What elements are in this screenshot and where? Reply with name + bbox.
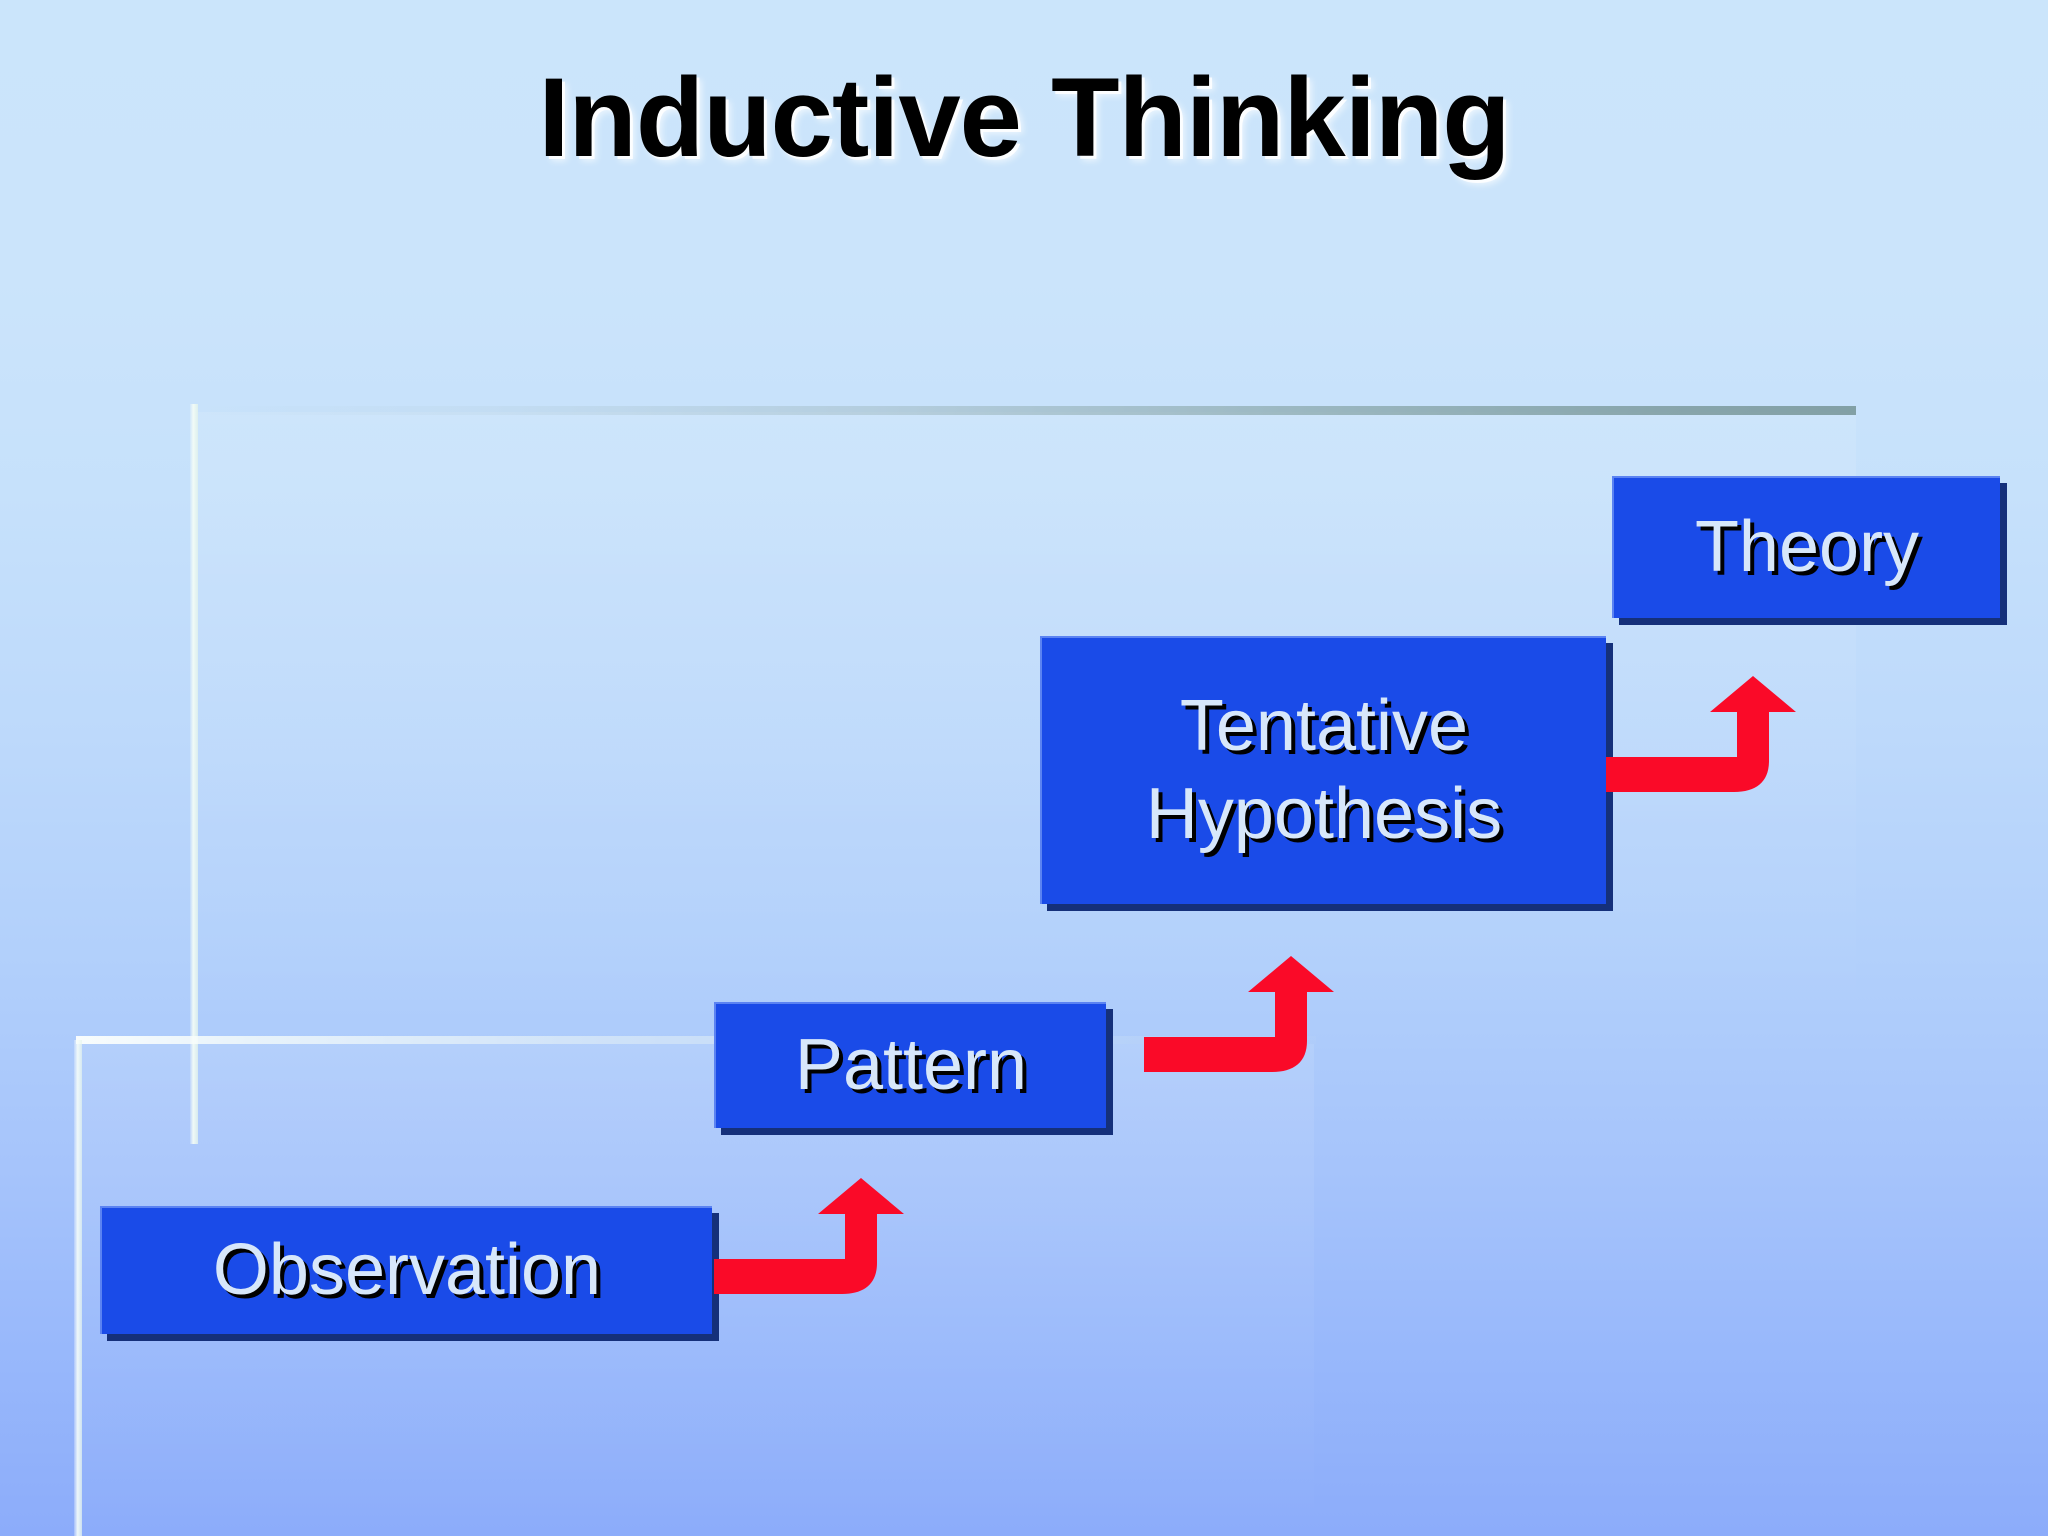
process-box-tentative-hypothesis-label: Tentative Hypothesis <box>1145 686 1503 854</box>
process-box-pattern[interactable]: Pattern <box>714 1002 1106 1128</box>
process-box-tentative-hypothesis[interactable]: Tentative Hypothesis <box>1040 636 1606 904</box>
decorative-horizontal-line-middle <box>76 1036 1316 1044</box>
elbow-up-arrow-icon <box>714 1178 904 1294</box>
arrow-observation-to-pattern <box>714 1170 986 1322</box>
arrow-pattern-to-hypothesis <box>1144 948 1416 1100</box>
process-box-observation-label: Observation <box>212 1230 602 1311</box>
slide-title: Inductive Thinking <box>538 55 1510 180</box>
arrow-hypothesis-to-theory <box>1606 668 1878 820</box>
process-box-observation[interactable]: Observation <box>100 1206 712 1334</box>
elbow-up-arrow-icon <box>1606 676 1796 792</box>
elbow-up-arrow-icon <box>1144 956 1334 1072</box>
decorative-horizontal-line-top <box>196 406 1856 415</box>
decorative-vertical-line-top <box>190 404 198 1144</box>
process-box-pattern-label: Pattern <box>794 1025 1028 1106</box>
process-box-theory[interactable]: Theory <box>1612 476 2000 618</box>
decorative-vertical-line-middle <box>74 1040 82 1536</box>
process-box-theory-label: Theory <box>1694 507 1920 588</box>
